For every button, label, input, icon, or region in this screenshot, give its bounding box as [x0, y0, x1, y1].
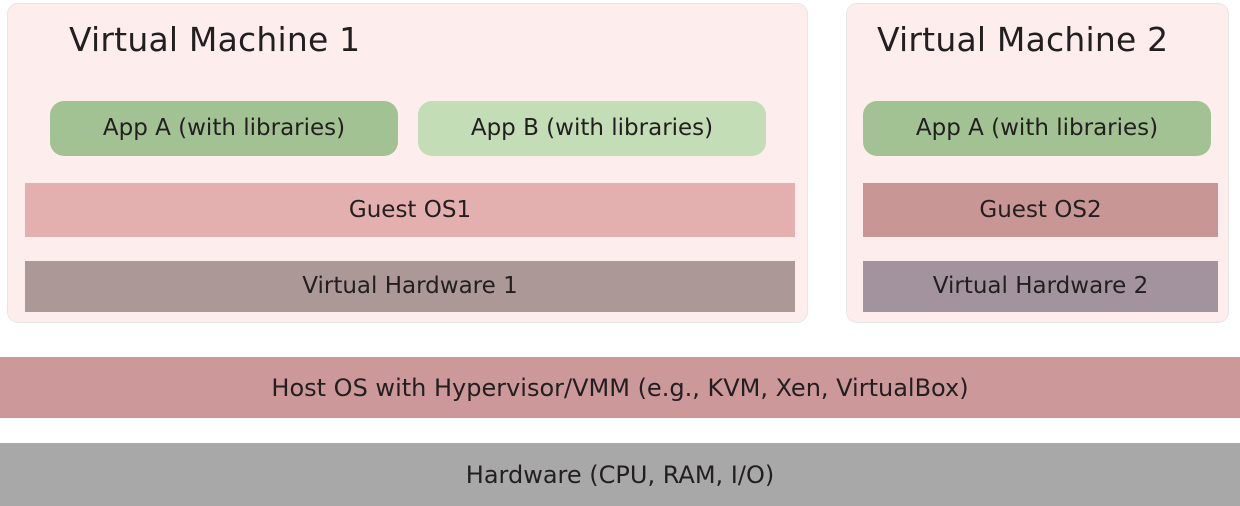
- hardware-bar: Hardware (CPU, RAM, I/O): [0, 443, 1240, 506]
- vm2-guest-os-bar: Guest OS2: [863, 183, 1218, 237]
- vm1-app-b-box: App B (with libraries): [418, 101, 766, 156]
- vm1-guest-os-bar: Guest OS1: [25, 183, 795, 237]
- virtual-machine-1-title: Virtual Machine 1: [69, 20, 361, 59]
- vm1-virtual-hardware-bar: Virtual Hardware 1: [25, 261, 795, 312]
- host-os-hypervisor-bar: Host OS with Hypervisor/VMM (e.g., KVM, …: [0, 357, 1240, 418]
- vm2-virtual-hardware-bar: Virtual Hardware 2: [863, 261, 1218, 312]
- vm1-app-a-box: App A (with libraries): [50, 101, 398, 156]
- virtual-machine-2-title: Virtual Machine 2: [877, 20, 1169, 59]
- vm2-app-a-box: App A (with libraries): [863, 101, 1211, 156]
- virtual-machine-2-panel: Virtual Machine 2 App A (with libraries)…: [846, 3, 1229, 323]
- virtual-machine-1-panel: Virtual Machine 1 App A (with libraries)…: [7, 3, 808, 323]
